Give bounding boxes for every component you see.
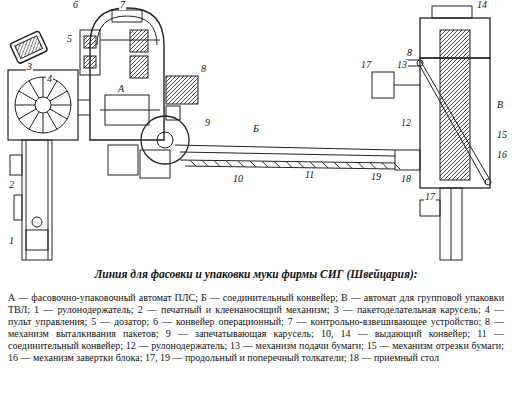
hatch-stroke (50, 91, 67, 101)
hatch-stroke (250, 161, 256, 167)
hatch-stroke (310, 162, 316, 168)
hatch-stroke (190, 160, 196, 166)
callout-number: 16 (496, 150, 508, 160)
callout-number: 13 (396, 60, 408, 70)
hatch-stroke (346, 162, 352, 168)
callout-number: 19 (370, 172, 382, 182)
hatch-stroke (226, 161, 232, 167)
callout-number: 14 (476, 0, 488, 10)
callout-number: Б (252, 124, 260, 134)
callout-number: 12 (400, 118, 412, 128)
callout-number: 17 (424, 192, 436, 202)
callout-number: 10 (232, 174, 244, 184)
hatch-stroke (214, 160, 220, 166)
hatch-stroke (19, 109, 36, 119)
hatch-stroke (322, 162, 328, 168)
callout-number: 3 (26, 62, 33, 72)
callout-number: 18 (400, 174, 412, 184)
callout-number: 6 (72, 0, 79, 10)
hatch-stroke (202, 160, 208, 166)
callout-number: 5 (66, 34, 73, 44)
callout-number: 8 (406, 48, 413, 58)
callout-number: 4 (46, 74, 53, 84)
hatch-stroke (238, 161, 244, 167)
callout-number: 2 (8, 180, 15, 190)
callout-number: А (117, 84, 125, 94)
hatch-stroke (47, 112, 57, 129)
hatch-stroke (51, 105, 71, 106)
callout-number: 11 (304, 170, 315, 180)
hatch-stroke (15, 105, 35, 106)
hatch-stroke (370, 163, 376, 169)
hatch-stroke (29, 112, 39, 129)
hatch-stroke (334, 162, 340, 168)
hatch-stroke (29, 81, 39, 98)
callout-number: 7 (119, 0, 126, 10)
callout-number: 15 (496, 130, 508, 140)
hatch-stroke (358, 162, 364, 168)
callout-number: 17 (360, 60, 372, 70)
hatch-stroke (382, 163, 388, 169)
callout-number: 9 (204, 118, 211, 128)
hatch-stroke (50, 109, 67, 119)
hatch-stroke (43, 113, 44, 133)
hatch-stroke (19, 91, 36, 101)
figure-caption: А — фасовочно-упаковочный автомат ПЛС; Б… (8, 292, 504, 364)
callout-number: 8 (200, 64, 207, 74)
hatch-stroke (262, 161, 268, 167)
hatch-stroke (274, 161, 280, 167)
hatch-stroke (43, 77, 44, 97)
figure-title: Линия для фасовки и упаковки муки фирмы … (6, 268, 506, 280)
hatch-stroke (298, 162, 304, 168)
hatch-stroke (286, 161, 292, 167)
callout-number: 1 (8, 236, 15, 246)
callout-number: В (496, 100, 504, 110)
